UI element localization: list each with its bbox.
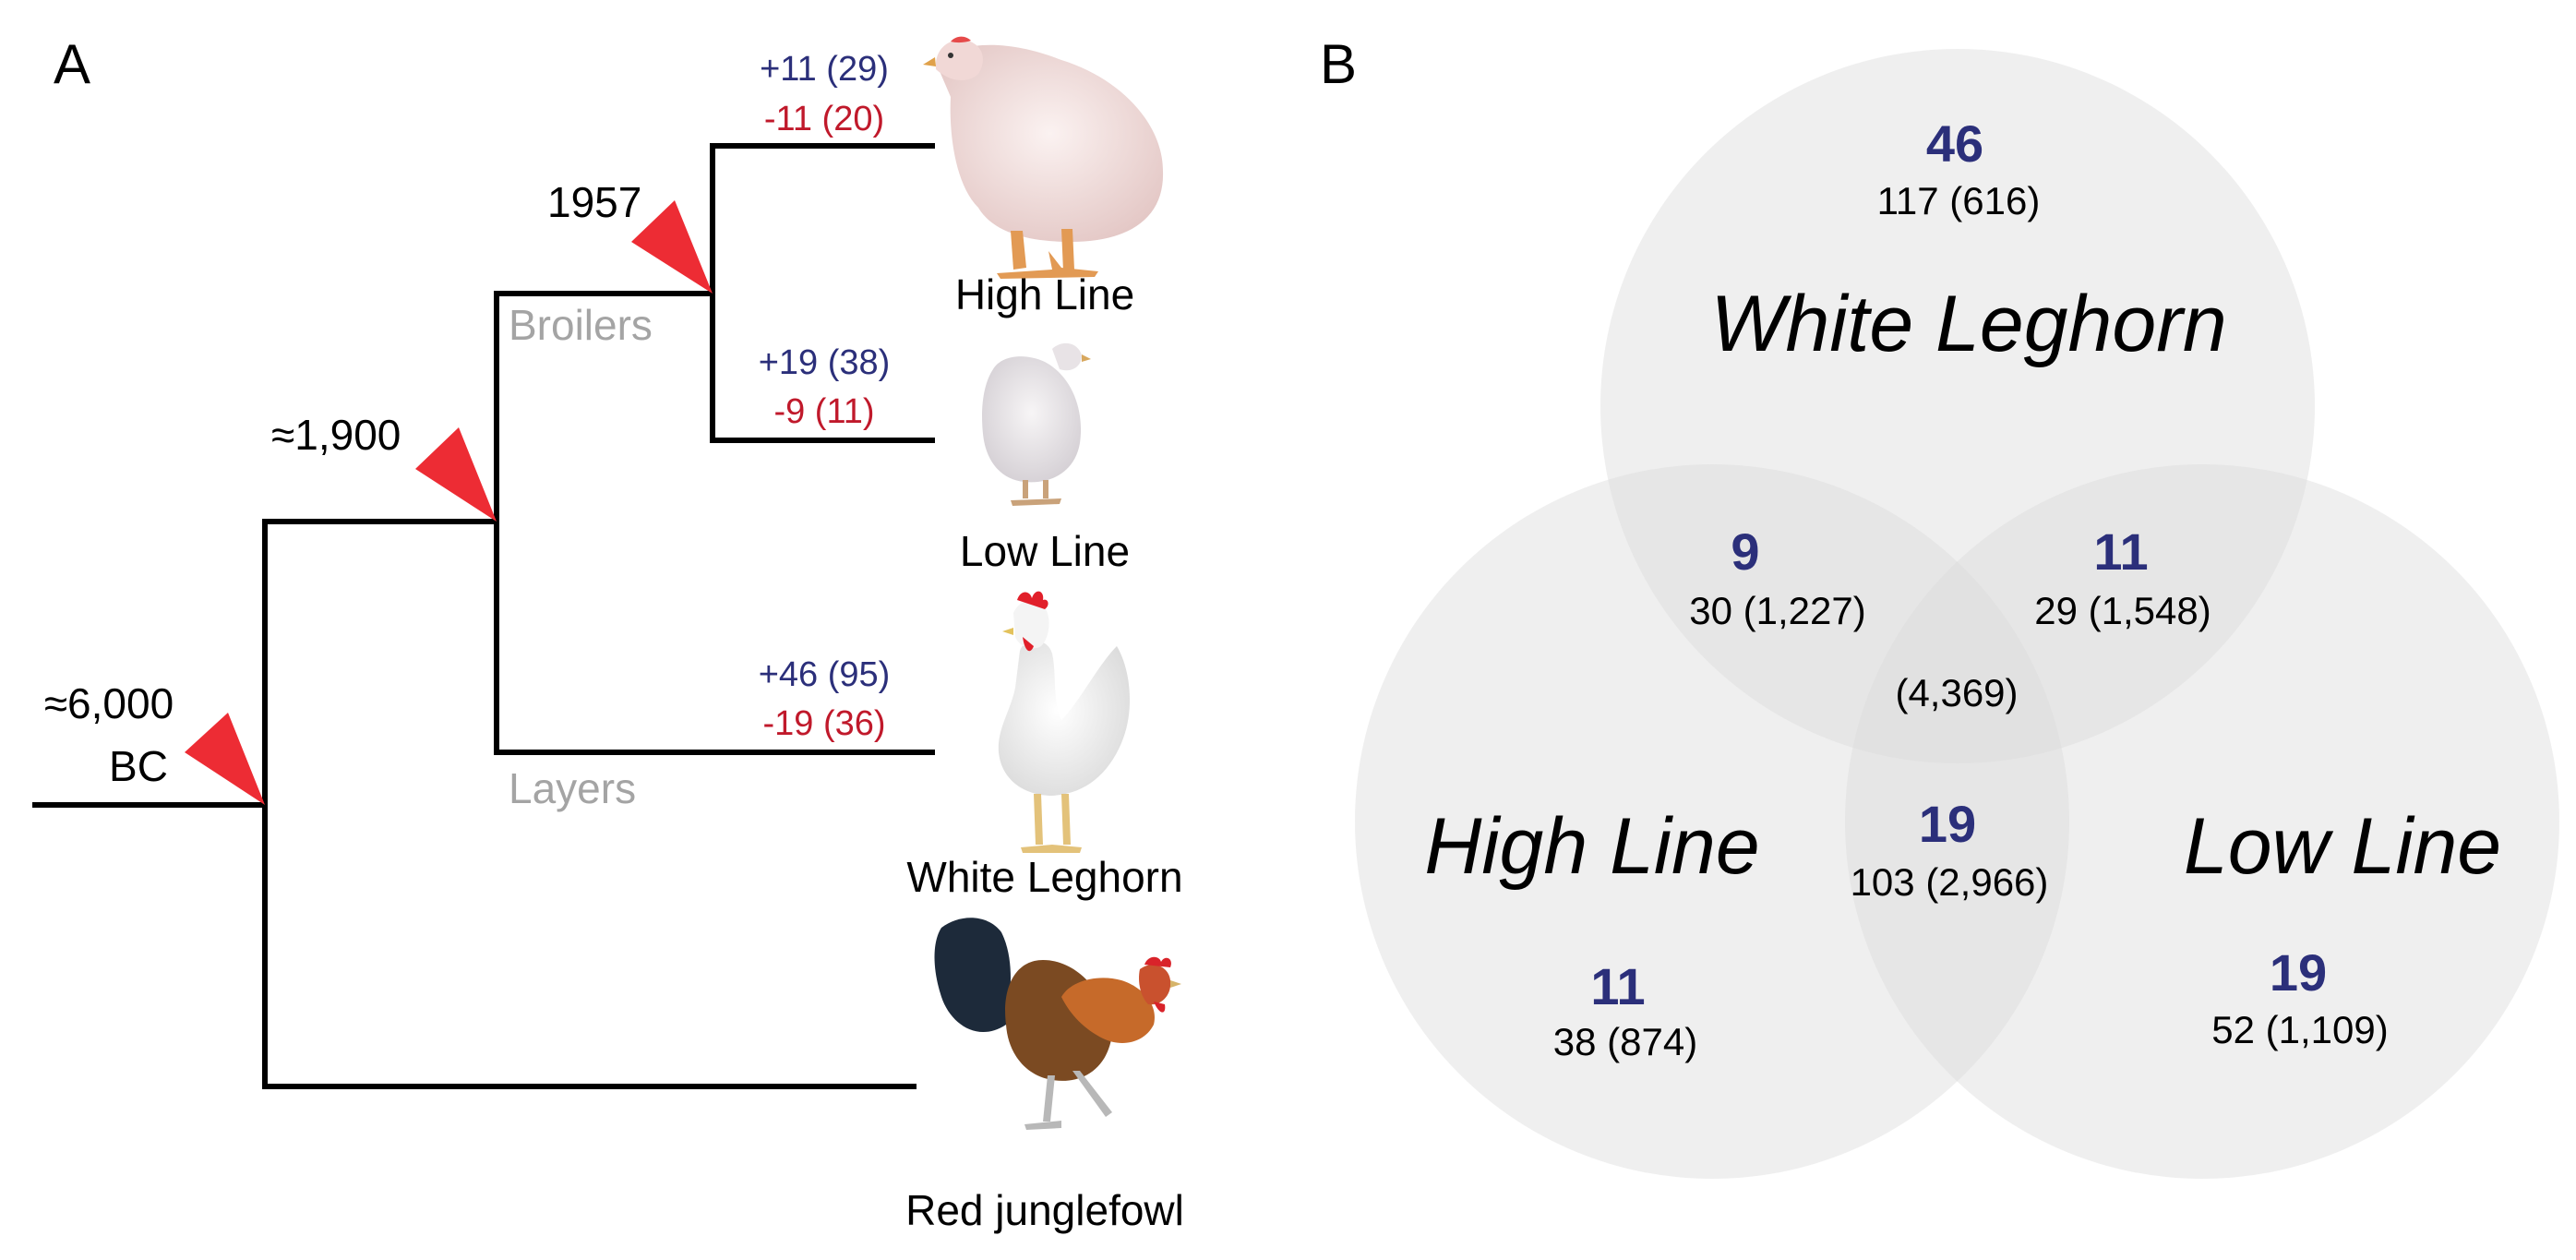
low-line-loss: -9 (11) — [773, 392, 874, 431]
region-all-three-detail: (4,369) — [1895, 671, 2018, 714]
panel-b-label: B — [1320, 33, 1357, 95]
venn-set-low-line: Low Line — [2184, 802, 2501, 891]
region-hl-ll-detail: 103 (2,966) — [1851, 860, 2049, 904]
domestication-date: ≈1,900 — [271, 411, 401, 459]
high-line-name: High Line — [955, 270, 1134, 318]
layers-clade-label: Layers — [509, 764, 636, 812]
venn-circle-low-line — [1845, 464, 2559, 1179]
root-marker-icon — [185, 713, 265, 805]
high-line-gain: +11 (29) — [760, 50, 889, 89]
root-date-line1: ≈6,000 — [44, 679, 174, 727]
region-hl-ll-count: 19 — [1919, 795, 1976, 853]
panel-a-label: A — [54, 33, 90, 95]
high-line-loss: -11 (20) — [764, 100, 884, 138]
venn-set-white-leghorn: White Leghorn — [1710, 280, 2226, 368]
broiler-split-date: 1957 — [547, 178, 641, 226]
venn-circle-white-leghorn — [1600, 49, 2315, 763]
venn-diagram — [1355, 49, 2559, 1179]
root-date-line2: BC — [109, 742, 168, 790]
region-wl-hl-detail: 30 (1,227) — [1689, 589, 1865, 632]
region-ll-only-count: 19 — [2270, 943, 2327, 1002]
broilers-clade-label: Broilers — [509, 301, 653, 349]
white-leghorn-name: White Leghorn — [906, 853, 1182, 901]
region-wl-only-detail: 117 (616) — [1877, 179, 2041, 222]
broiler-split-marker-icon — [631, 200, 713, 294]
white-leghorn-chicken-icon — [998, 591, 1131, 853]
low-line-name: Low Line — [960, 527, 1130, 575]
region-ll-only-detail: 52 (1,109) — [2211, 1008, 2388, 1051]
region-wl-ll-detail: 29 (1,548) — [2034, 589, 2211, 632]
region-hl-only-detail: 38 (874) — [1553, 1020, 1697, 1063]
white-leghorn-gain: +46 (95) — [759, 655, 891, 694]
domestication-marker-icon — [415, 427, 497, 522]
white-leghorn-loss: -19 (36) — [762, 704, 885, 743]
red-junglefowl-chicken-icon — [934, 918, 1181, 1130]
region-wl-ll-count: 11 — [2093, 522, 2148, 581]
region-hl-only-count: 11 — [1590, 957, 1645, 1015]
low-line-chicken-icon — [982, 342, 1091, 506]
region-wl-only-count: 46 — [1926, 114, 1983, 173]
region-wl-hl-count: 9 — [1731, 522, 1759, 581]
phylogenetic-tree — [32, 143, 935, 1089]
high-line-chicken-icon — [923, 36, 1164, 279]
low-line-gain: +19 (38) — [759, 343, 891, 382]
red-junglefowl-name: Red junglefowl — [905, 1186, 1184, 1234]
venn-circle-high-line — [1355, 464, 2069, 1179]
venn-set-high-line: High Line — [1424, 802, 1759, 891]
